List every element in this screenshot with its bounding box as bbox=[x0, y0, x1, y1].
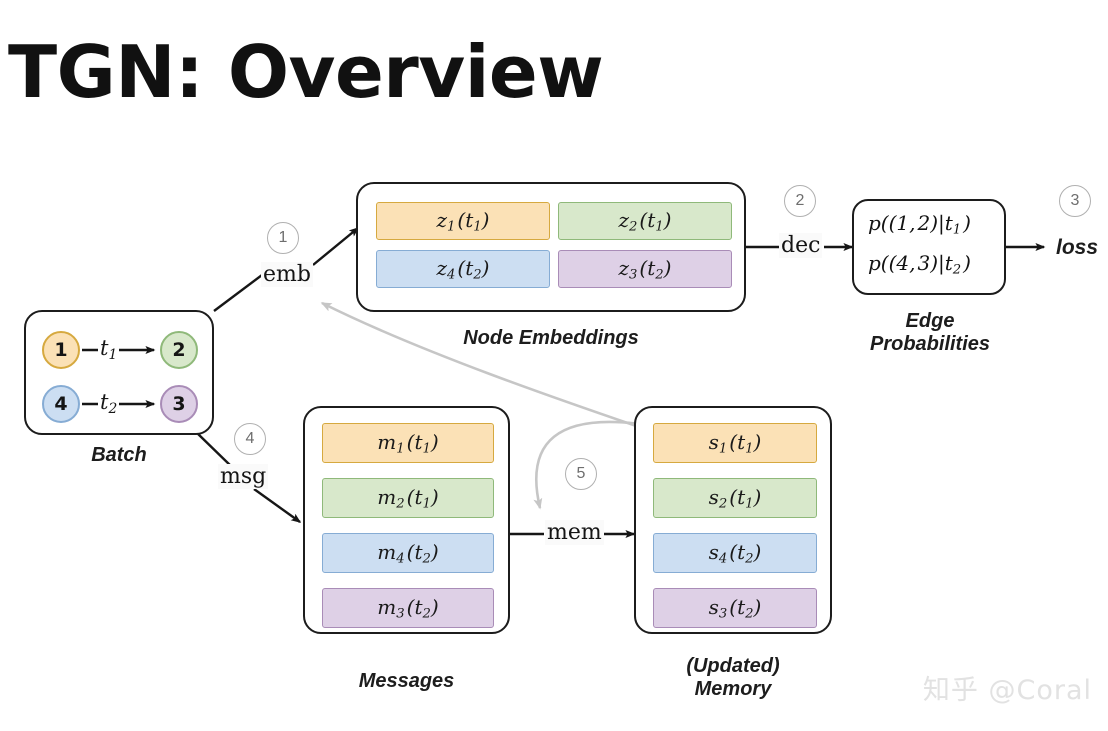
node-embedding-cell-z1: z1 (t1) bbox=[376, 202, 550, 240]
memory-cell-s3: s3 (t2) bbox=[653, 588, 817, 628]
op-label-emb: emb bbox=[261, 262, 313, 287]
memory-s3-label: s3 (t2) bbox=[708, 594, 762, 622]
memory-cell-s1: s1 (t1) bbox=[653, 423, 817, 463]
edge-probability-line-2: p((4, 3)|t2 ) bbox=[868, 251, 971, 278]
node-embedding-z3-label: z3 (t2) bbox=[618, 255, 672, 283]
batch-edge-label-t1: t1 bbox=[98, 336, 120, 363]
messages-box: m1 (t1) m2 (t1) m4 (t2) m3 (t2) bbox=[303, 406, 510, 634]
memory-s1-label: s1 (t1) bbox=[708, 429, 762, 457]
message-cell-m4: m4 (t2) bbox=[322, 533, 494, 573]
message-cell-m3: m3 (t2) bbox=[322, 588, 494, 628]
message-m2-label: m2 (t1) bbox=[377, 484, 439, 512]
batch-caption: Batch bbox=[91, 444, 147, 466]
batch-box: 1 2 4 3 t1 t2 bbox=[24, 310, 214, 435]
message-m4-label: m4 (t2) bbox=[377, 539, 439, 567]
op-label-mem: mem bbox=[545, 520, 604, 545]
node-embedding-z1-label: z1 (t1) bbox=[436, 207, 490, 235]
edge-probabilities-box: p((1, 2)|t1 ) p((4, 3)|t2 ) bbox=[852, 199, 1006, 295]
batch-edge-label-t2: t2 bbox=[98, 390, 120, 417]
step-marker-3: 3 bbox=[1059, 185, 1091, 217]
step-marker-4: 4 bbox=[234, 423, 266, 455]
node-embedding-cell-z4: z4 (t2) bbox=[376, 250, 550, 288]
step-marker-2: 2 bbox=[784, 185, 816, 217]
watermark: 知乎 @Coral bbox=[922, 675, 1092, 706]
memory-cell-s4: s4 (t2) bbox=[653, 533, 817, 573]
step-marker-1: 1 bbox=[267, 222, 299, 254]
message-m1-label: m1 (t1) bbox=[377, 429, 439, 457]
messages-caption: Messages bbox=[358, 670, 455, 692]
op-label-msg: msg bbox=[218, 464, 269, 489]
step-marker-5: 5 bbox=[565, 458, 597, 490]
message-m3-label: m3 (t2) bbox=[377, 594, 439, 622]
edge-probabilities-caption: Edge Probabilities bbox=[869, 310, 991, 355]
node-embedding-cell-z2: z2 (t1) bbox=[558, 202, 732, 240]
message-cell-m2: m2 (t1) bbox=[322, 478, 494, 518]
memory-caption: (Updated) Memory bbox=[686, 655, 780, 700]
batch-node-1: 1 bbox=[42, 331, 80, 369]
node-embedding-cell-z3: z3 (t2) bbox=[558, 250, 732, 288]
node-embedding-z4-label: z4 (t2) bbox=[436, 255, 490, 283]
memory-box: s1 (t1) s2 (t1) s4 (t2) s3 (t2) bbox=[634, 406, 832, 634]
memory-s4-label: s4 (t2) bbox=[708, 539, 762, 567]
op-label-dec: dec bbox=[779, 233, 823, 258]
edge-probability-line-1: p((1, 2)|t1 ) bbox=[868, 211, 971, 238]
batch-node-2: 2 bbox=[160, 331, 198, 369]
page-title: TGN: Overview bbox=[8, 30, 604, 114]
node-embeddings-caption: Node Embeddings bbox=[463, 327, 639, 349]
memory-cell-s2: s2 (t1) bbox=[653, 478, 817, 518]
memory-s2-label: s2 (t1) bbox=[708, 484, 762, 512]
message-cell-m1: m1 (t1) bbox=[322, 423, 494, 463]
batch-edges bbox=[82, 346, 156, 408]
batch-node-4: 4 bbox=[42, 385, 80, 423]
node-embeddings-box: z1 (t1) z2 (t1) z4 (t2) z3 (t2) bbox=[356, 182, 746, 312]
batch-node-3: 3 bbox=[160, 385, 198, 423]
node-embedding-z2-label: z2 (t1) bbox=[618, 207, 672, 235]
op-label-loss: loss bbox=[1056, 236, 1099, 259]
